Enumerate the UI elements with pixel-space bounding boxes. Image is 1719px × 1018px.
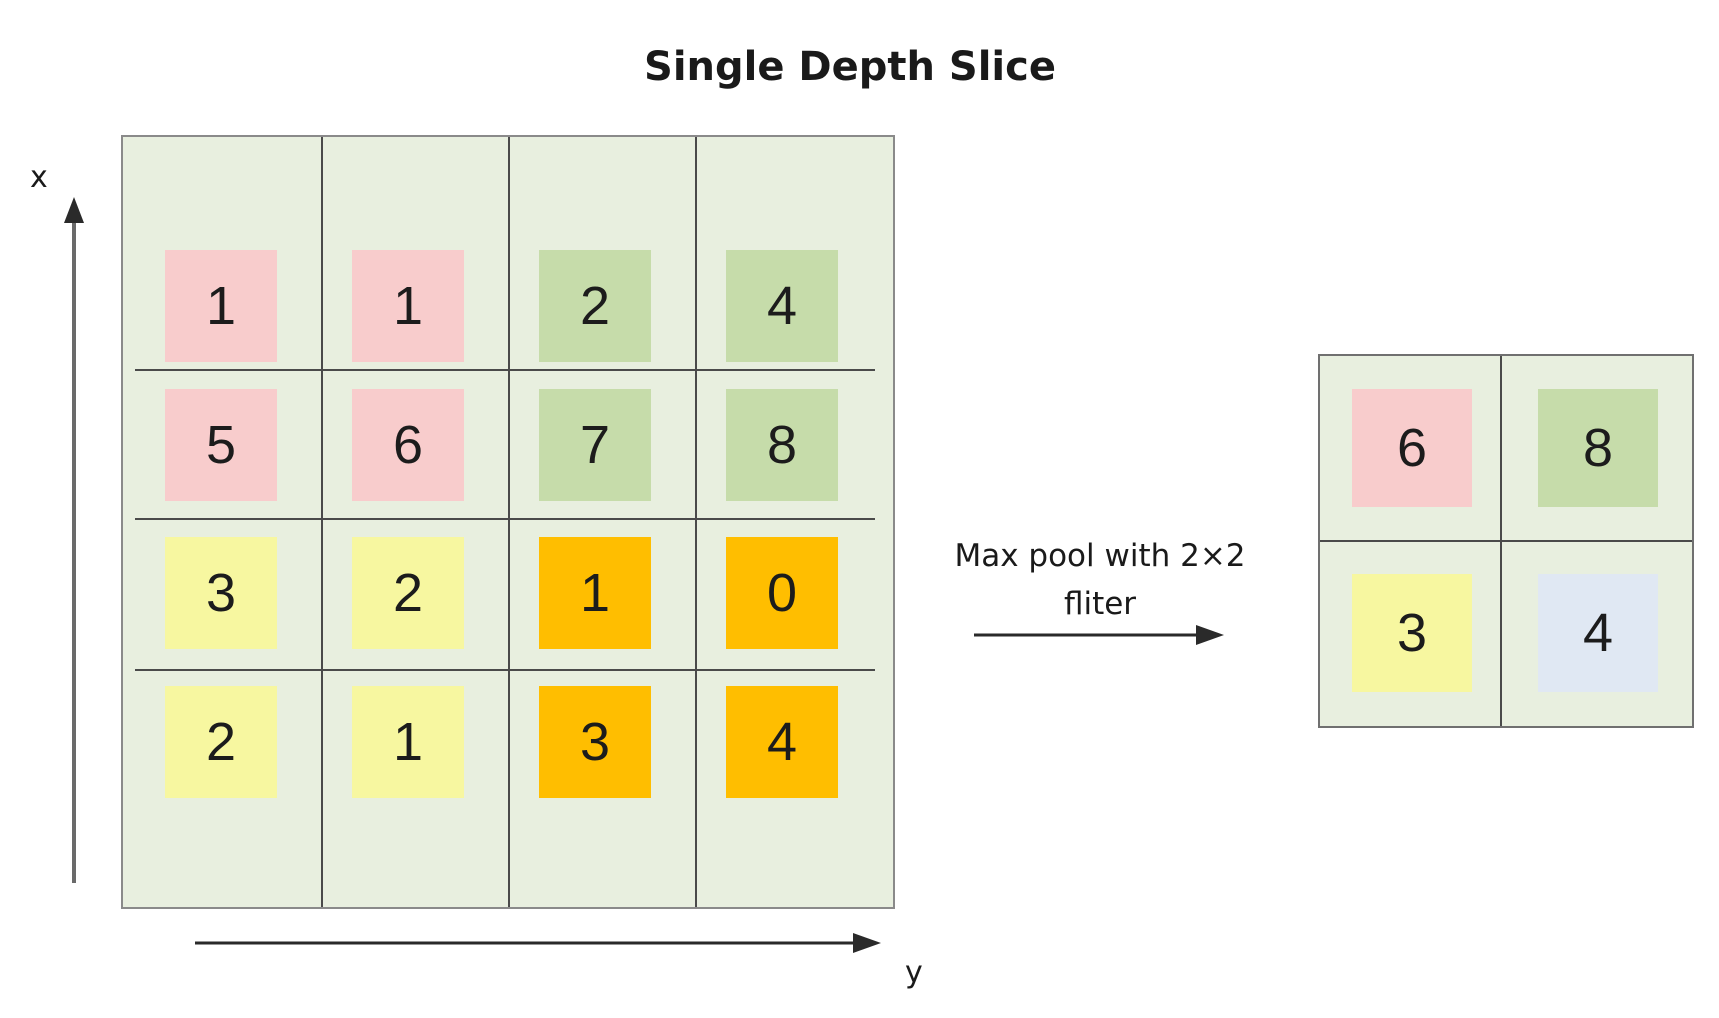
input-cell: 4 [726, 686, 838, 798]
input-cell: 1 [352, 686, 464, 798]
input-cell: 1 [352, 250, 464, 362]
grid-divider [135, 669, 875, 671]
input-cell: 0 [726, 537, 838, 649]
input-cell: 8 [726, 389, 838, 501]
input-cell: 7 [539, 389, 651, 501]
input-cell: 4 [726, 250, 838, 362]
grid-divider [135, 369, 875, 371]
grid-divider [1320, 540, 1692, 542]
input-cell: 1 [165, 250, 277, 362]
grid-divider [695, 137, 697, 907]
pooling-arrow [974, 625, 1224, 645]
y-axis-label: y [905, 955, 923, 990]
input-cell: 2 [352, 537, 464, 649]
y-axis-arrow [195, 933, 881, 953]
input-cell: 5 [165, 389, 277, 501]
x-axis-label: x [30, 160, 48, 195]
input-cell: 6 [352, 389, 464, 501]
input-cell: 2 [165, 686, 277, 798]
output-cell: 3 [1352, 574, 1472, 692]
grid-divider [508, 137, 510, 907]
output-cell: 8 [1538, 389, 1658, 507]
input-cell: 3 [165, 537, 277, 649]
input-cell: 2 [539, 250, 651, 362]
output-cell: 6 [1352, 389, 1472, 507]
input-cell: 1 [539, 537, 651, 649]
output-cell: 4 [1538, 574, 1658, 692]
operation-label: Max pool with 2×2 fliter [954, 538, 1246, 622]
x-axis-arrow [64, 197, 84, 883]
grid-divider [135, 518, 875, 520]
grid-divider [321, 137, 323, 907]
diagram-title: Single Depth Slice [644, 44, 1056, 90]
input-cell: 3 [539, 686, 651, 798]
